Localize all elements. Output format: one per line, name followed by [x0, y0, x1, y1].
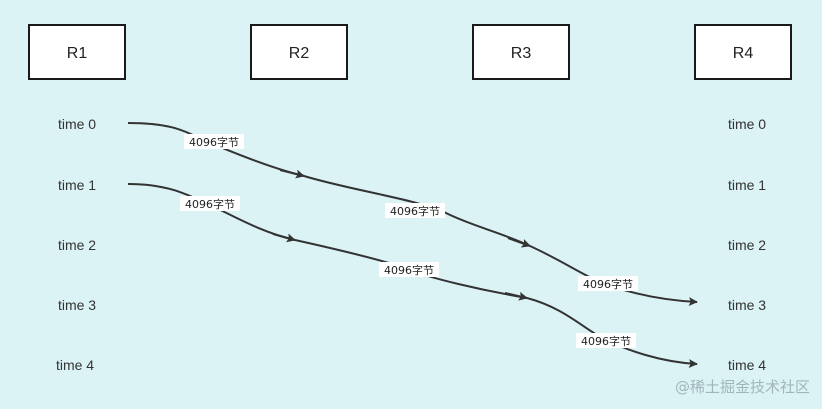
node-r3-label: R3 — [511, 45, 532, 62]
time-right-3: time 3 — [728, 297, 766, 313]
node-r4-label: R4 — [733, 45, 754, 62]
node-r1-label: R1 — [67, 45, 88, 62]
time-right-1: time 1 — [728, 177, 766, 193]
time-right-4: time 4 — [728, 357, 766, 373]
time-left-2: time 2 — [58, 237, 96, 253]
time-left-1: time 1 — [58, 177, 96, 193]
time-left-3: time 3 — [58, 297, 96, 313]
time-left-4: time 4 — [56, 357, 94, 373]
svg-text:4096字节: 4096字节 — [583, 277, 633, 291]
edge-label-5: 4096字节 — [578, 276, 638, 291]
edge-label-4: 4096字节 — [379, 262, 439, 277]
svg-text:4096字节: 4096字节 — [581, 334, 631, 348]
svg-text:4096字节: 4096字节 — [189, 135, 239, 149]
edge-label-2: 4096字节 — [180, 196, 240, 211]
time-right-2: time 2 — [728, 237, 766, 253]
time-right-0: time 0 — [728, 116, 766, 132]
node-r3: R3 — [472, 24, 570, 80]
node-r1: R1 — [28, 24, 126, 80]
time-left-0: time 0 — [58, 116, 96, 132]
svg-text:4096字节: 4096字节 — [384, 263, 434, 277]
node-r4: R4 — [694, 24, 792, 80]
node-r2-label: R2 — [289, 45, 310, 62]
svg-text:4096字节: 4096字节 — [185, 197, 235, 211]
edge-label-6: 4096字节 — [576, 333, 636, 348]
svg-text:4096字节: 4096字节 — [390, 204, 440, 218]
node-r2: R2 — [250, 24, 348, 80]
edge-label-1: 4096字节 — [184, 134, 244, 149]
watermark-text: @稀土掘金技术社区 — [675, 378, 810, 396]
edge-label-3: 4096字节 — [385, 203, 445, 218]
